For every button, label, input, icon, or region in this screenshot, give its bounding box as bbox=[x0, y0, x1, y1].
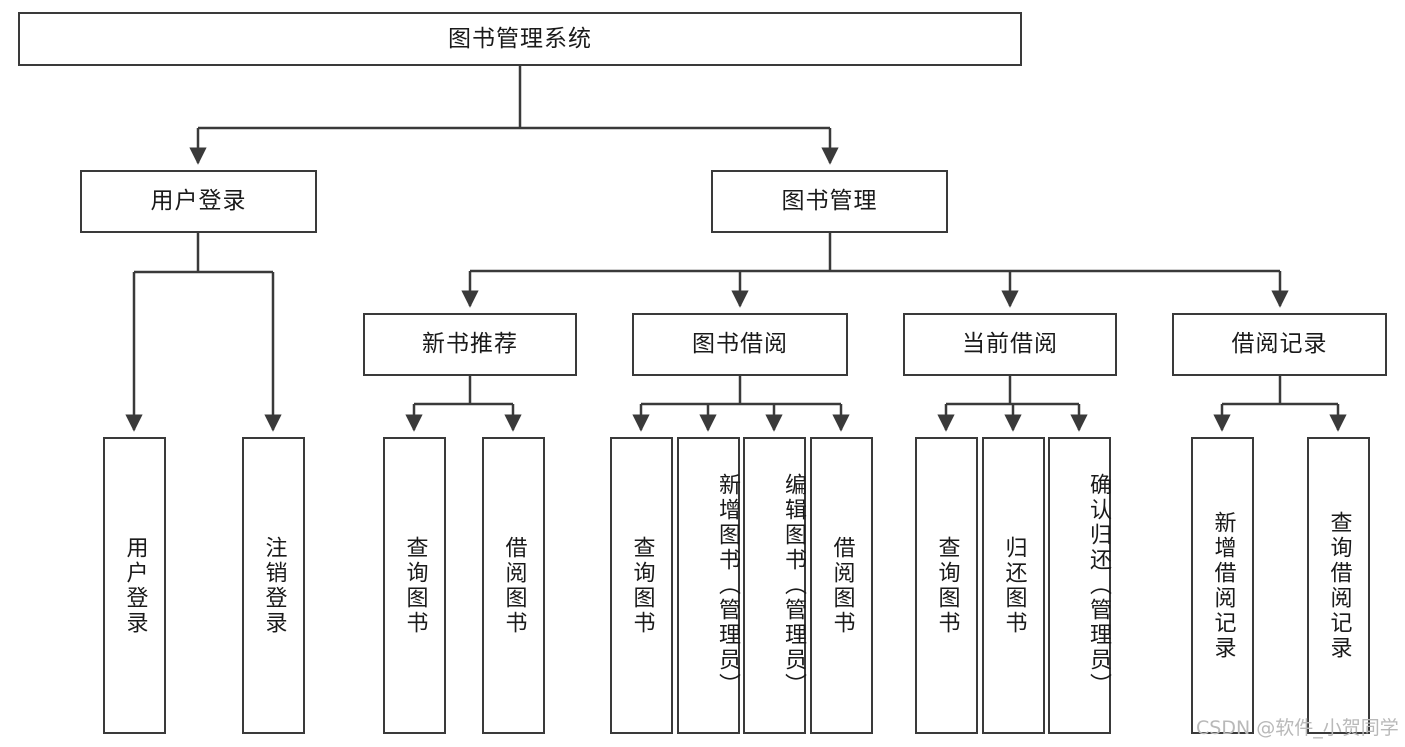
leaf-user-login[interactable]: 用户登录 bbox=[103, 437, 166, 734]
node-book-borrow[interactable]: 图书借阅 bbox=[632, 313, 848, 376]
leaf-query-book-2-label: 查询图书 bbox=[629, 535, 655, 636]
node-current-borrow[interactable]: 当前借阅 bbox=[903, 313, 1117, 376]
leaf-borrow-book-2[interactable]: 借阅图书 bbox=[810, 437, 873, 734]
leaf-borrow-book-2-label: 借阅图书 bbox=[829, 535, 855, 636]
node-book-borrow-label: 图书借阅 bbox=[692, 331, 788, 358]
leaf-borrow-book-1-label: 借阅图书 bbox=[501, 535, 527, 636]
node-user-login-label: 用户登录 bbox=[150, 188, 247, 215]
leaf-add-record[interactable]: 新增借阅记录 bbox=[1191, 437, 1254, 734]
leaf-add-record-label: 新增借阅记录 bbox=[1210, 510, 1236, 661]
node-book-manage-label: 图书管理 bbox=[781, 188, 878, 215]
node-borrow-record[interactable]: 借阅记录 bbox=[1172, 313, 1387, 376]
leaf-query-book-3[interactable]: 查询图书 bbox=[915, 437, 978, 734]
leaf-user-logout-label: 注销登录 bbox=[261, 535, 287, 636]
node-root-label: 图书管理系统 bbox=[448, 25, 592, 52]
leaf-user-login-label: 用户登录 bbox=[122, 535, 148, 636]
leaf-query-book-2[interactable]: 查询图书 bbox=[610, 437, 673, 734]
leaf-edit-book[interactable]: 编辑图书（管理员） bbox=[743, 437, 806, 734]
leaf-return-book[interactable]: 归还图书 bbox=[982, 437, 1045, 734]
leaf-query-book-1-label: 查询图书 bbox=[402, 535, 428, 636]
leaf-query-record[interactable]: 查询借阅记录 bbox=[1307, 437, 1370, 734]
leaf-user-logout[interactable]: 注销登录 bbox=[242, 437, 305, 734]
node-borrow-record-label: 借阅记录 bbox=[1231, 331, 1328, 358]
node-user-login[interactable]: 用户登录 bbox=[80, 170, 317, 233]
leaf-edit-book-label: 编辑图书（管理员） bbox=[781, 473, 806, 698]
leaf-query-book-3-label: 查询图书 bbox=[934, 535, 960, 636]
leaf-confirm-return[interactable]: 确认归还（管理员） bbox=[1048, 437, 1111, 734]
leaf-add-book-label: 新增图书（管理员） bbox=[715, 473, 740, 698]
node-root[interactable]: 图书管理系统 bbox=[18, 12, 1022, 66]
leaf-return-book-label: 归还图书 bbox=[1001, 535, 1027, 636]
leaf-add-book[interactable]: 新增图书（管理员） bbox=[677, 437, 740, 734]
node-book-manage[interactable]: 图书管理 bbox=[711, 170, 948, 233]
leaf-confirm-return-label: 确认归还（管理员） bbox=[1086, 473, 1111, 698]
leaf-borrow-book-1[interactable]: 借阅图书 bbox=[482, 437, 545, 734]
leaf-query-record-label: 查询借阅记录 bbox=[1326, 510, 1352, 661]
node-current-borrow-label: 当前借阅 bbox=[962, 331, 1058, 358]
node-new-book-rec-label: 新书推荐 bbox=[422, 331, 518, 358]
node-new-book-rec[interactable]: 新书推荐 bbox=[363, 313, 577, 376]
leaf-query-book-1[interactable]: 查询图书 bbox=[383, 437, 446, 734]
